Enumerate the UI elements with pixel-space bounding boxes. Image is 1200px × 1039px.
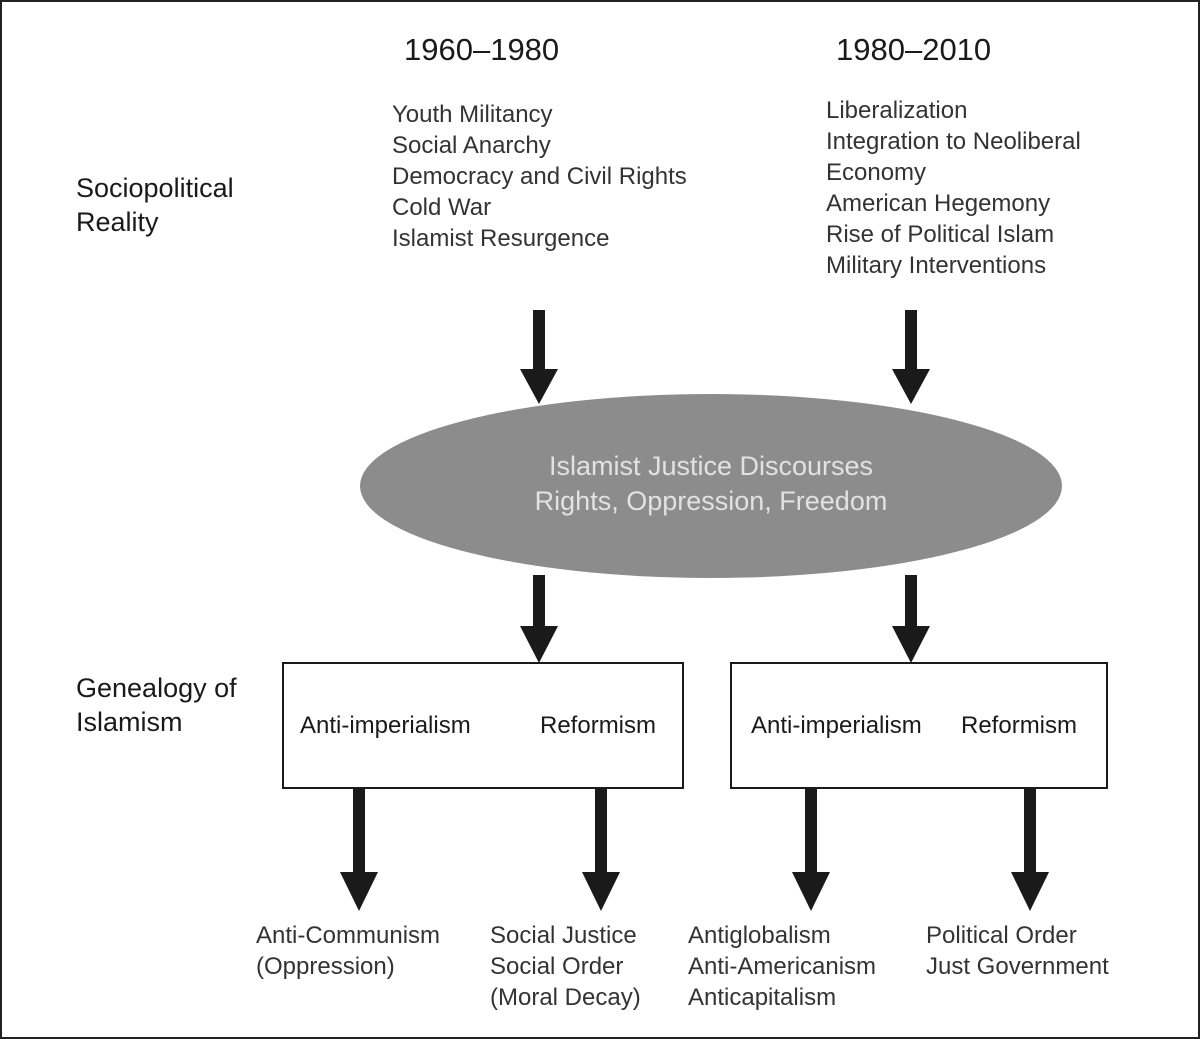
- list-item: American Hegemony: [826, 190, 1051, 217]
- label-line: Reality: [76, 207, 159, 237]
- label-line: Islamism: [76, 707, 183, 737]
- list-item: Islamist Resurgence: [392, 225, 610, 252]
- era1-header: 1960–1980: [404, 32, 560, 67]
- list-item: Rise of Political Islam: [826, 221, 1055, 248]
- arrow-box1-to-outcome2: [582, 789, 620, 911]
- list-item: Anti-Communism: [256, 922, 441, 949]
- arrow-box2-to-outcome4: [1011, 789, 1049, 911]
- list-item: Just Government: [926, 953, 1109, 980]
- list-item: Integration to Neoliberal: [826, 128, 1081, 155]
- list-item: Social Justice: [490, 922, 637, 949]
- central-line2: Rights, Oppression, Freedom: [534, 486, 888, 516]
- arrow-ellipse-to-box1: [520, 575, 558, 663]
- box1-anti-imperialism: Anti-imperialism: [300, 712, 471, 739]
- era2-realities-list: Liberalization Integration to Neoliberal…: [826, 95, 1081, 281]
- list-item: Anti-Americanism: [688, 953, 877, 980]
- genealogy-box-era1: Anti-imperialism Reformism: [282, 662, 684, 789]
- arrow-box2-to-outcome3: [792, 789, 830, 911]
- list-item: Social Order: [490, 953, 624, 980]
- label-line: Genealogy of: [76, 673, 237, 703]
- outcome-political-order: Political Order Just Government: [926, 920, 1109, 982]
- list-item: (Oppression): [256, 953, 395, 980]
- box1-reformism: Reformism: [540, 712, 657, 739]
- outcome-social-justice: Social Justice Social Order (Moral Decay…: [490, 920, 641, 1013]
- list-item: Economy: [826, 159, 927, 186]
- list-item: Youth Militancy: [392, 101, 553, 128]
- genealogy-label: Genealogy of Islamism: [76, 671, 237, 739]
- central-discourse-text: Islamist Justice Discourses Rights, Oppr…: [360, 449, 1062, 519]
- era2-header: 1980–2010: [836, 32, 992, 67]
- list-item: Political Order: [926, 922, 1077, 949]
- list-item: (Moral Decay): [490, 984, 641, 1011]
- list-item: Antiglobalism: [688, 922, 831, 949]
- genealogy-box-era2: Anti-imperialism Reformism: [730, 662, 1108, 789]
- label-line: Sociopolitical: [76, 173, 234, 203]
- list-item: Liberalization: [826, 97, 968, 124]
- outcome-anti-communism: Anti-Communism (Oppression): [256, 920, 440, 982]
- list-item: Social Anarchy: [392, 132, 551, 159]
- arrow-era1-to-ellipse: [520, 310, 558, 404]
- central-line1: Islamist Justice Discourses: [548, 451, 874, 481]
- central-ellipse: [360, 394, 1062, 578]
- list-item: Democracy and Civil Rights: [392, 163, 687, 190]
- outcome-antiglobalism: Antiglobalism Anti-Americanism Anticapit…: [688, 920, 876, 1013]
- list-item: Anticapitalism: [688, 984, 837, 1011]
- list-item: Cold War: [392, 194, 492, 221]
- arrow-box1-to-outcome1: [340, 789, 378, 911]
- sociopolitical-reality-label: Sociopolitical Reality: [76, 171, 234, 239]
- arrow-ellipse-to-box2: [892, 575, 930, 663]
- arrow-era2-to-ellipse: [892, 310, 930, 404]
- era1-realities-list: Youth Militancy Social Anarchy Democracy…: [392, 99, 687, 254]
- box2-reformism: Reformism: [961, 712, 1078, 739]
- box2-anti-imperialism: Anti-imperialism: [751, 712, 922, 739]
- list-item: Military Interventions: [826, 252, 1047, 279]
